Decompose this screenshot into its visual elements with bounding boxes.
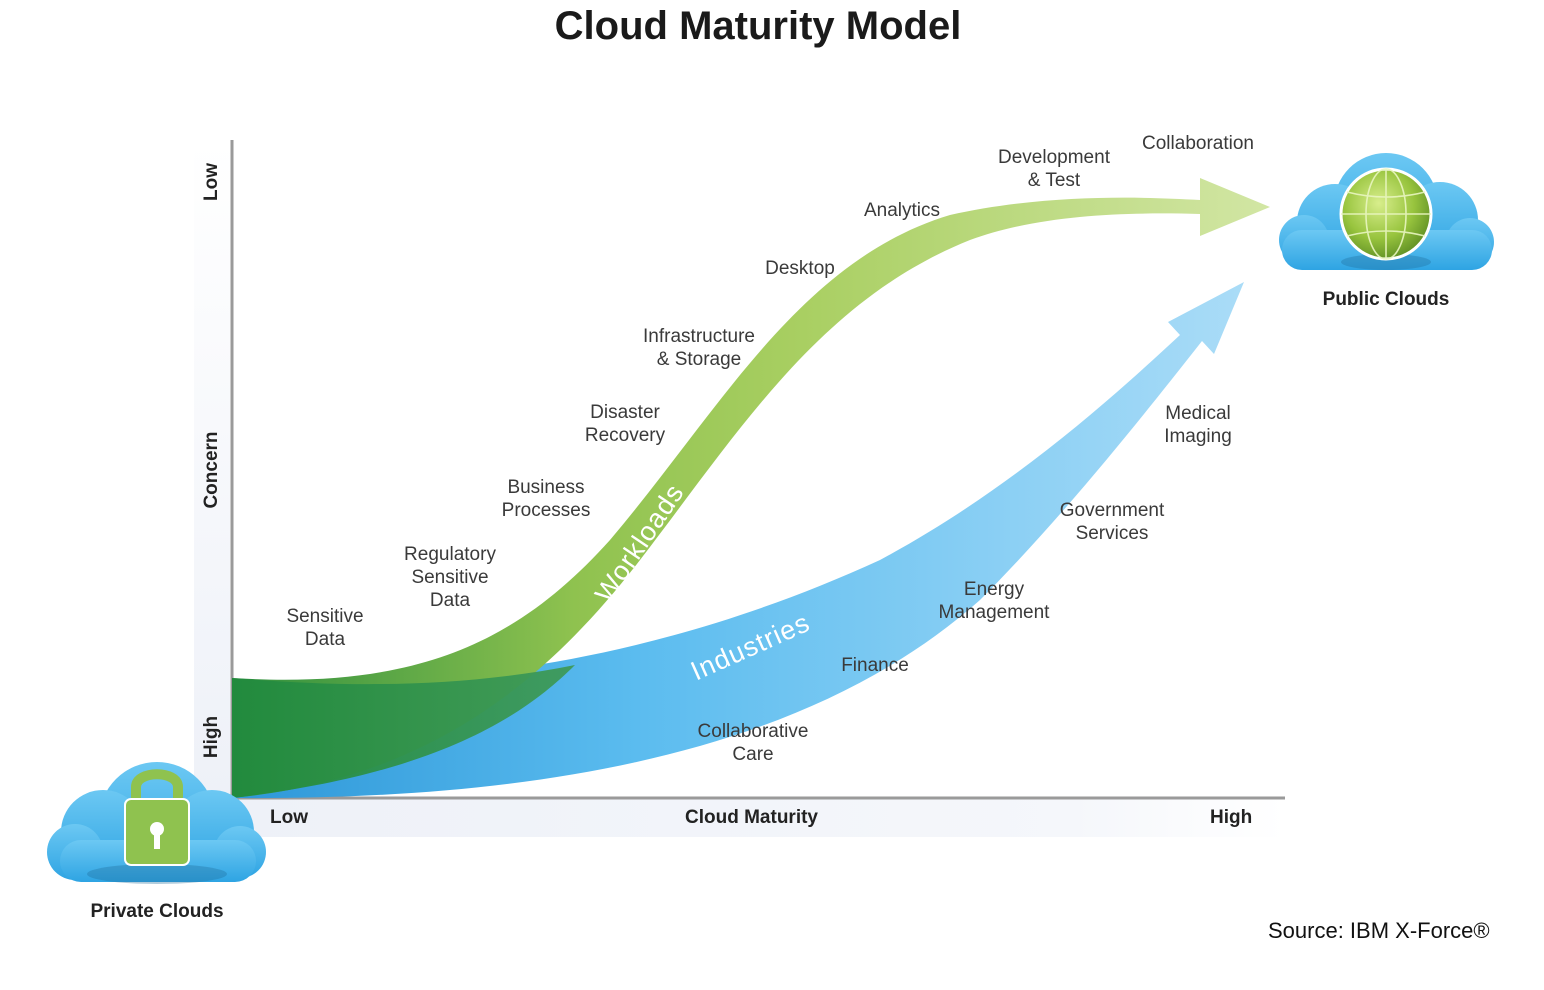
- workload-label: Sensitive Data: [286, 606, 364, 650]
- industry-label: Finance: [841, 655, 909, 676]
- public-clouds-label: Public Clouds: [1322, 289, 1450, 310]
- workload-label: Regulatory Sensitive Data: [404, 544, 496, 611]
- y-axis-low-label: Low: [201, 163, 222, 201]
- page-title: Cloud Maturity Model: [554, 4, 962, 48]
- workload-label: Disaster Recovery: [584, 402, 666, 446]
- workloads-arrow: [232, 178, 1270, 798]
- workload-label: Development & Test: [998, 147, 1110, 191]
- overlap-region: [232, 665, 575, 798]
- industry-label: Government Services: [1059, 500, 1165, 544]
- workload-label: Analytics: [863, 200, 941, 221]
- workloads-arrow-label: Workloads: [589, 478, 690, 608]
- padlock-icon: [124, 769, 190, 866]
- x-axis-band: [232, 799, 1285, 837]
- industry-label: Collaborative Care: [697, 721, 809, 765]
- y-axis-concern-label: Concern: [201, 431, 222, 509]
- workload-label: Collaboration: [1142, 133, 1254, 154]
- x-axis-low-label: Low: [270, 807, 308, 828]
- x-axis-high-label: High: [1210, 807, 1253, 828]
- workload-label: Desktop: [765, 258, 835, 279]
- industry-label: Medical Imaging: [1164, 403, 1232, 447]
- workload-label: Business Processes: [501, 477, 591, 521]
- industry-label: Energy Management: [938, 579, 1050, 623]
- y-axis-band: [194, 140, 230, 798]
- globe-icon: [1339, 167, 1433, 261]
- private-clouds-label: Private Clouds: [90, 901, 224, 922]
- y-axis-high-label: High: [201, 715, 222, 759]
- workload-label: Infrastructure & Storage: [643, 326, 755, 370]
- source-credit: Source: IBM X-Force®: [1268, 918, 1490, 943]
- x-axis-title: Cloud Maturity: [685, 807, 818, 828]
